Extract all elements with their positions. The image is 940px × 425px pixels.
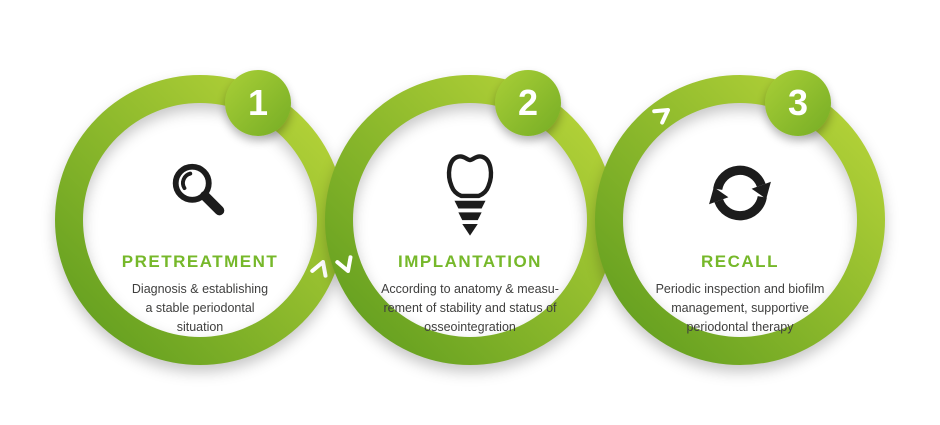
process-step-pretreatment: 1 PRETREATMENT Diagnosis & establishing … — [50, 0, 350, 425]
step-icon-box — [703, 142, 777, 244]
process-step-recall: 3 RECALL Periodic inspection and biofilm… — [590, 0, 890, 425]
step-number: 3 — [787, 82, 809, 123]
step-description: Diagnosis & establishing a stable period… — [131, 282, 269, 334]
process-ring — [595, 75, 885, 365]
step-title: IMPLANTATION — [398, 252, 542, 271]
step-title: PRETREATMENT — [121, 252, 279, 271]
step-description: Periodic inspection and biofilm manageme… — [655, 282, 825, 334]
step-number-badge: 3 — [765, 70, 831, 136]
flow-arrow-icon — [310, 260, 328, 278]
step-number: 1 — [247, 82, 269, 123]
flow-arrow-icon — [652, 108, 670, 125]
step-content: IMPLANTATION According to anatomy & meas… — [363, 142, 577, 336]
ring-circle — [595, 75, 885, 365]
step-title: RECALL — [701, 252, 779, 271]
step-content: PRETREATMENT Diagnosis & establishing a … — [93, 142, 307, 336]
flow-arrow-icon — [335, 255, 353, 273]
step-number-badge: 1 — [225, 70, 291, 136]
step-number: 2 — [517, 82, 539, 123]
process-step-implantation: 2 IMPLANTATION According to anatomy & me… — [320, 0, 620, 425]
recall-cycle-icon — [709, 165, 771, 221]
step-number-badge: 2 — [495, 70, 561, 136]
magnifier-icon — [172, 163, 225, 216]
dental-implant-icon — [446, 154, 494, 236]
step-icon-box — [439, 142, 501, 244]
step-icon-box — [165, 142, 235, 244]
step-content: RECALL Periodic inspection and biofilm m… — [633, 142, 847, 336]
step-description: According to anatomy & measu- rement of … — [381, 282, 559, 334]
